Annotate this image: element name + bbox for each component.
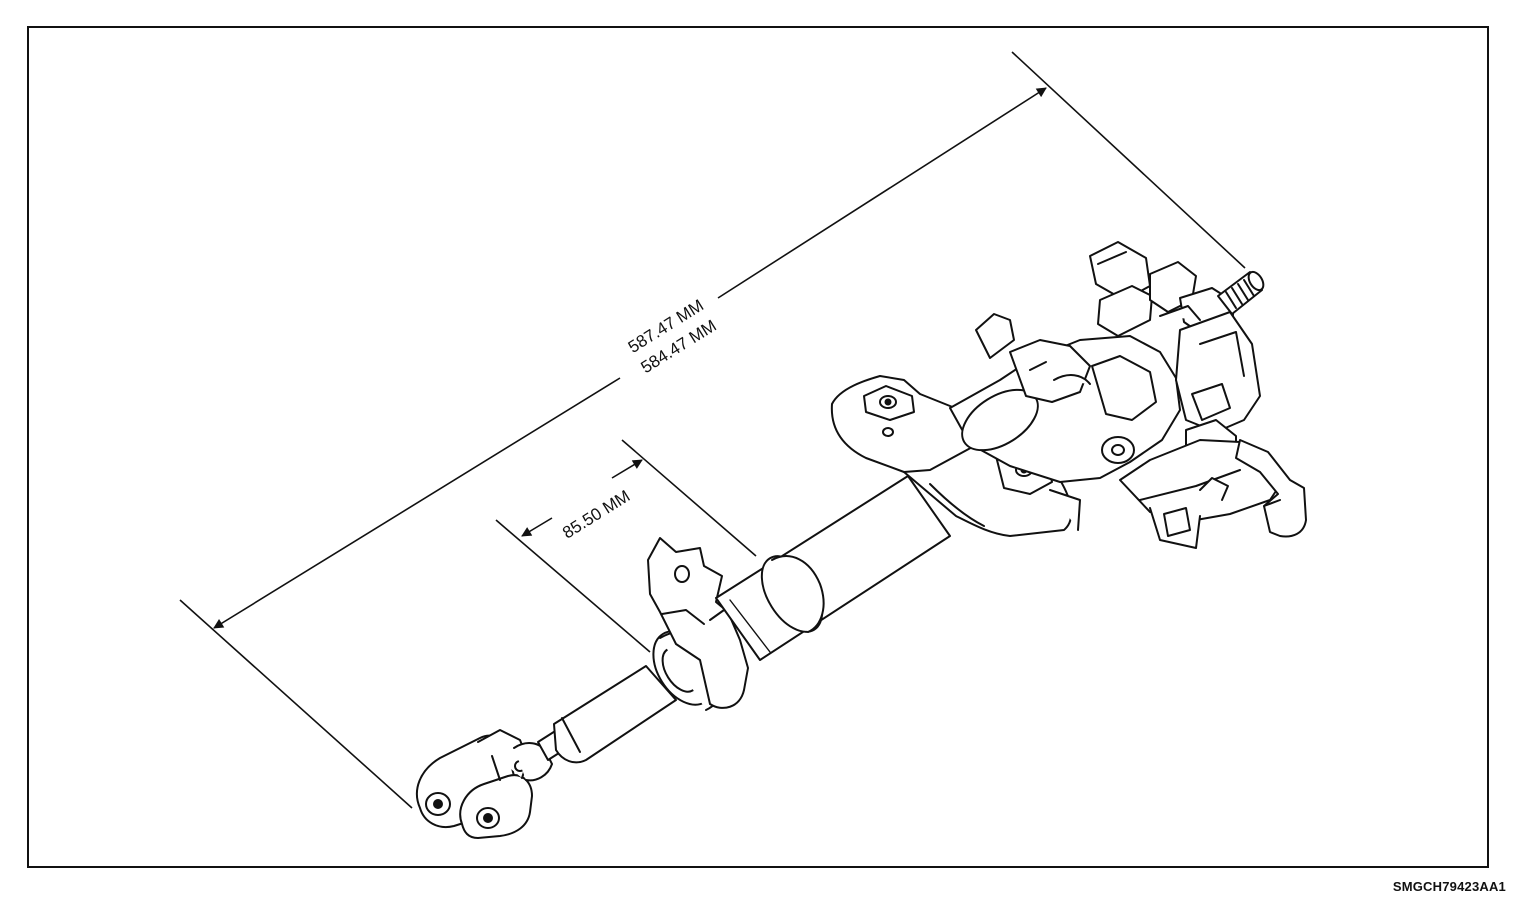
extension-line-left [179,599,413,809]
bracket-offset-dimension [495,439,757,653]
lower-yoke [415,729,553,839]
main-tube [715,475,951,661]
steering-column [415,241,1307,839]
dimension-line-upper [717,87,1047,299]
overall-length-labels: 587.47 MM 584.47 MM [625,296,720,378]
upper-mounting-plate [830,375,1001,473]
tilt-lever [1235,439,1307,538]
intermediate-shaft [537,665,677,764]
threaded-stud [1217,270,1265,315]
bracket-offset-label-group: 85.50 MM [559,486,633,542]
extension-line-offset-right [621,439,757,557]
figure-id: SMGCH79423AA1 [1392,879,1506,894]
mounting-bracket [647,537,749,709]
extension-line-right [1011,51,1246,269]
dimension-line-lower [213,377,621,629]
offset-arrow-right [611,459,643,479]
lock-housing [949,313,1181,483]
offset-arrow-left [521,517,553,537]
overall-length-dimension [179,51,1246,809]
extension-line-offset-left [495,519,651,653]
dim-bracket-offset: 85.50 MM [559,486,633,542]
diagram-frame [27,26,1489,868]
